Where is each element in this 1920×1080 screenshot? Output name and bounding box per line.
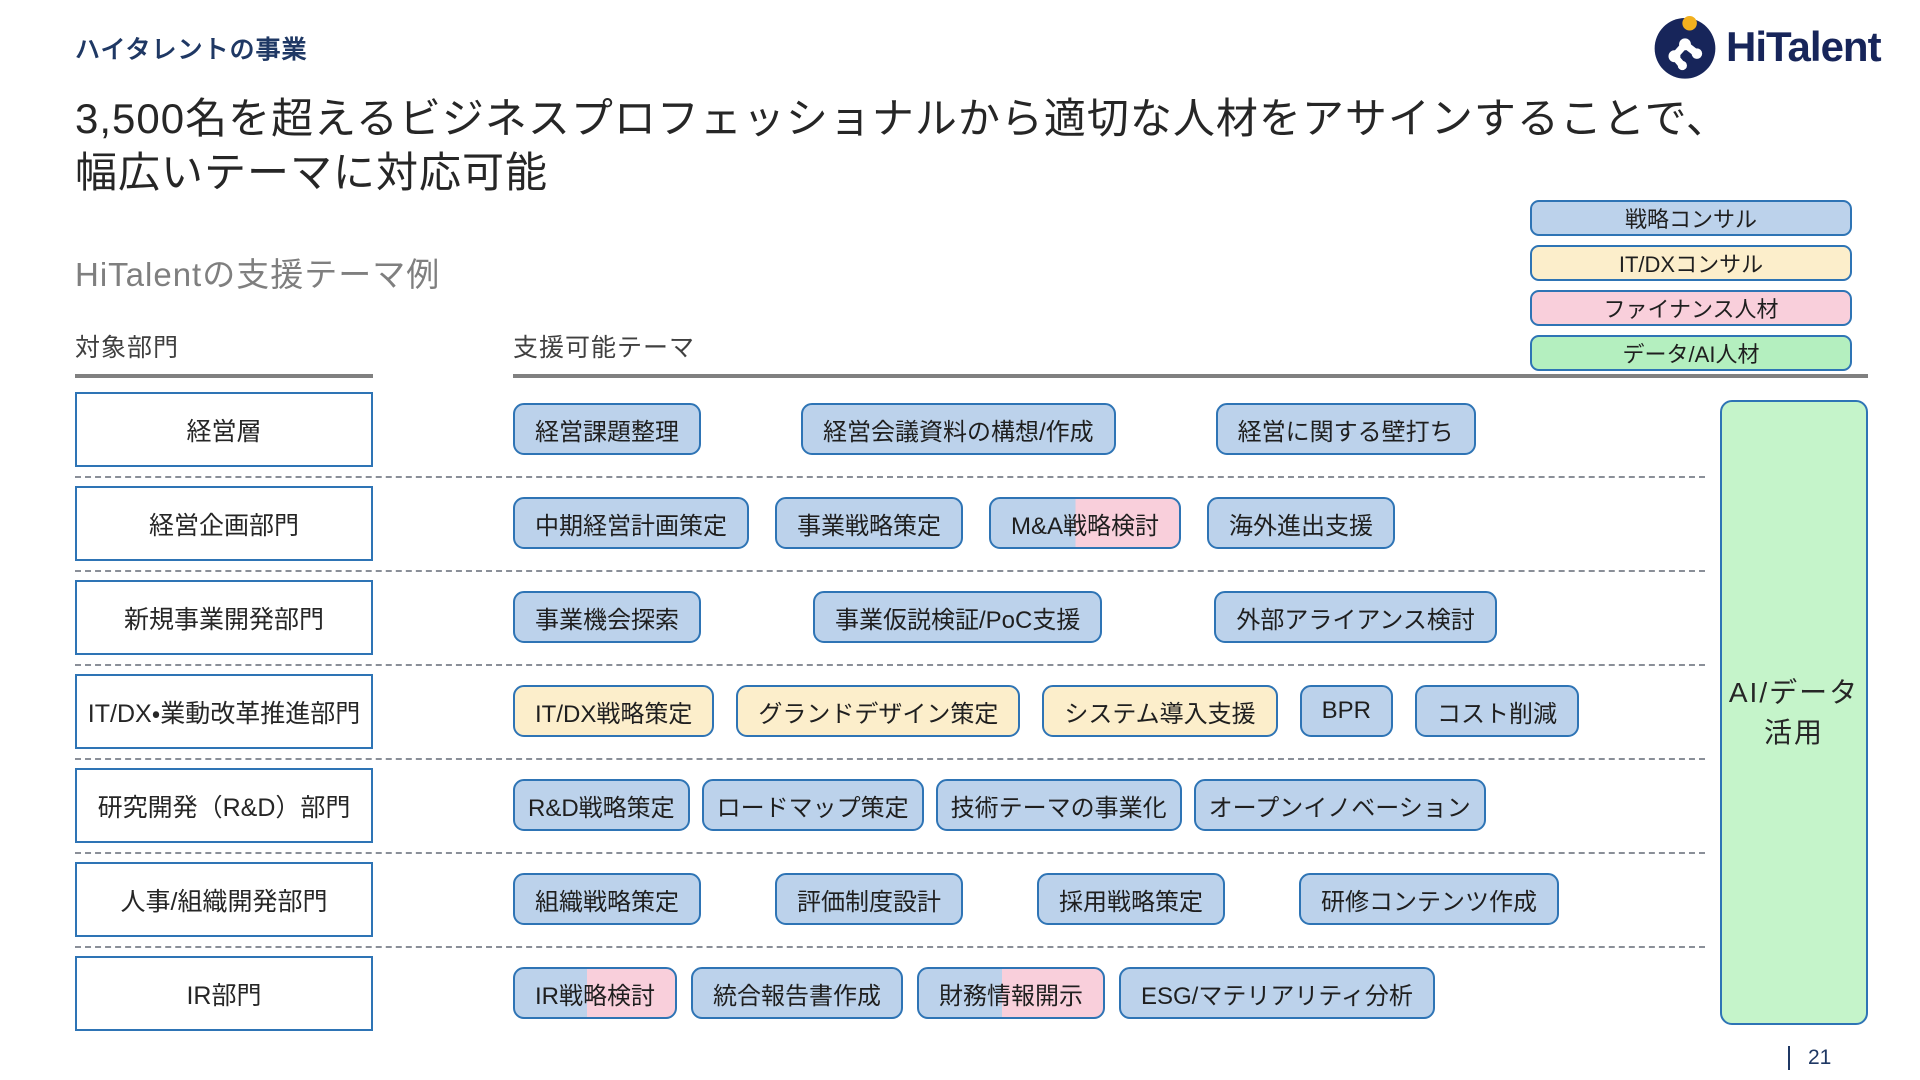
theme-chip: 組織戦略策定 bbox=[513, 873, 701, 925]
column-header-departments: 対象部門 bbox=[75, 334, 180, 362]
theme-row: 組織戦略策定 評価制度設計 採用戦略策定 研修コンテンツ作成 bbox=[513, 873, 1705, 925]
legend-item-1: IT/DXコンサル bbox=[1530, 245, 1852, 281]
theme-chip: 技術テーマの事業化 bbox=[935, 779, 1182, 831]
theme-chip: IT/DX戦略策定 bbox=[513, 685, 715, 737]
page-number-value: 21 bbox=[1808, 1046, 1832, 1069]
department-box: IT/DX・業動改革推進部門 bbox=[75, 674, 373, 749]
theme-chip: コスト削減 bbox=[1414, 685, 1579, 737]
theme-row: R&D戦略策定ロードマップ策定技術テーマの事業化オープンイノベーション bbox=[513, 779, 1705, 831]
row-separator bbox=[75, 664, 1705, 666]
ai-data-side-box-line2: 活用 bbox=[1763, 716, 1824, 748]
legend-item-3: データ/AI人材 bbox=[1530, 335, 1852, 371]
row-separator bbox=[75, 570, 1705, 572]
theme-chip: 外部アライアンス検討 bbox=[1214, 591, 1497, 643]
theme-chip: BPR bbox=[1299, 685, 1393, 737]
row-separator bbox=[75, 476, 1705, 478]
talent-type-legend: 戦略コンサル IT/DXコンサルファイナンス人材データ/AI人材 bbox=[1530, 200, 1852, 380]
department-box: 新規事業開発部門 bbox=[75, 580, 373, 655]
slide-eyebrow: ハイタレントの事業 bbox=[75, 36, 308, 64]
theme-chip: システム導入支援 bbox=[1042, 685, 1278, 737]
slide-title-line1: 3,500名を超えるビジネスプロフェッショナルから適切な人材をアサインすることで… bbox=[75, 95, 1729, 142]
department-box: IR部門 bbox=[75, 956, 373, 1031]
ai-data-side-box-line1: AI/データ bbox=[1728, 676, 1860, 708]
theme-chip: 海外進出支援 bbox=[1207, 497, 1396, 549]
theme-chip: 経営に関する壁打ち bbox=[1215, 403, 1476, 455]
department-box: 経営企画部門 bbox=[75, 486, 373, 561]
legend-item-2: ファイナンス人材 bbox=[1530, 290, 1852, 326]
department-box: 経営層 bbox=[75, 392, 373, 467]
theme-chip: R&D戦略策定 bbox=[513, 779, 690, 831]
theme-chip: 評価制度設計 bbox=[775, 873, 963, 925]
theme-chip: グランドデザイン策定 bbox=[736, 685, 1021, 737]
theme-row: 中期経営計画策定事業戦略策定 M&A戦略検討海外進出支援 bbox=[513, 497, 1705, 549]
column-header-themes: 支援可能テーマ bbox=[513, 334, 696, 362]
theme-chip: オープンイノベーション bbox=[1193, 779, 1486, 831]
departments-header-rule bbox=[75, 374, 373, 378]
hitalent-logo-icon bbox=[1654, 15, 1716, 79]
theme-chip: M&A戦略検討 bbox=[989, 497, 1182, 549]
row-separator bbox=[75, 758, 1705, 760]
themes-header-rule bbox=[513, 374, 1868, 378]
theme-chip: 経営課題整理 bbox=[513, 403, 701, 455]
theme-chip: 統合報告書作成 bbox=[691, 967, 903, 1019]
department-box: 研究開発（R&D）部門 bbox=[75, 768, 373, 843]
row-separator bbox=[75, 946, 1705, 948]
slide-title-line2: 幅広いテーマに対応可能 bbox=[75, 149, 549, 196]
theme-chip: ロードマップ策定 bbox=[701, 779, 924, 831]
department-box: 人事/組織開発部門 bbox=[75, 862, 373, 937]
hitalent-logo-text: HiTalent bbox=[1726, 23, 1882, 70]
theme-row: IR戦略検討統合報告書作成財務情報開示 ESG/マテリアリティ分析 bbox=[513, 967, 1705, 1019]
theme-row: 経営課題整理 経営会議資料の構想/作成 経営に関する壁打ち bbox=[513, 403, 1705, 455]
theme-chip: 事業仮説検証/PoC支援 bbox=[813, 591, 1103, 643]
theme-chip: IR戦略検討 bbox=[513, 967, 677, 1019]
theme-chip: ESG/マテリアリティ分析 bbox=[1119, 967, 1435, 1019]
theme-chip: 経営会議資料の構想/作成 bbox=[801, 403, 1116, 455]
page-number: 21 bbox=[1788, 1046, 1831, 1070]
page-number-divider-icon bbox=[1788, 1046, 1790, 1070]
slide-subtitle: HiTalentの支援テーマ例 bbox=[75, 256, 441, 293]
hitalent-logo: HiTalent bbox=[1652, 14, 1882, 80]
theme-chip: 事業戦略策定 bbox=[775, 497, 963, 549]
theme-chip: 財務情報開示 bbox=[917, 967, 1105, 1019]
theme-row: 事業機会探索 事業仮説検証/PoC支援 外部アライアンス検討 bbox=[513, 591, 1705, 643]
theme-chip: 事業機会探索 bbox=[513, 591, 701, 643]
theme-row: IT/DX戦略策定グランドデザイン策定システム導入支援 BPR コスト削減 bbox=[513, 685, 1705, 737]
theme-chip: 中期経営計画策定 bbox=[513, 497, 749, 549]
ai-data-side-box: AI/データ 活用 bbox=[1720, 400, 1868, 1025]
theme-chip: 採用戦略策定 bbox=[1037, 873, 1225, 925]
theme-chip: 研修コンテンツ作成 bbox=[1299, 873, 1559, 925]
row-separator bbox=[75, 852, 1705, 854]
slide-title: 3,500名を超えるビジネスプロフェッショナルから適切な人材をアサインすることで… bbox=[75, 92, 1885, 200]
legend-item-0: 戦略コンサル bbox=[1530, 200, 1852, 236]
